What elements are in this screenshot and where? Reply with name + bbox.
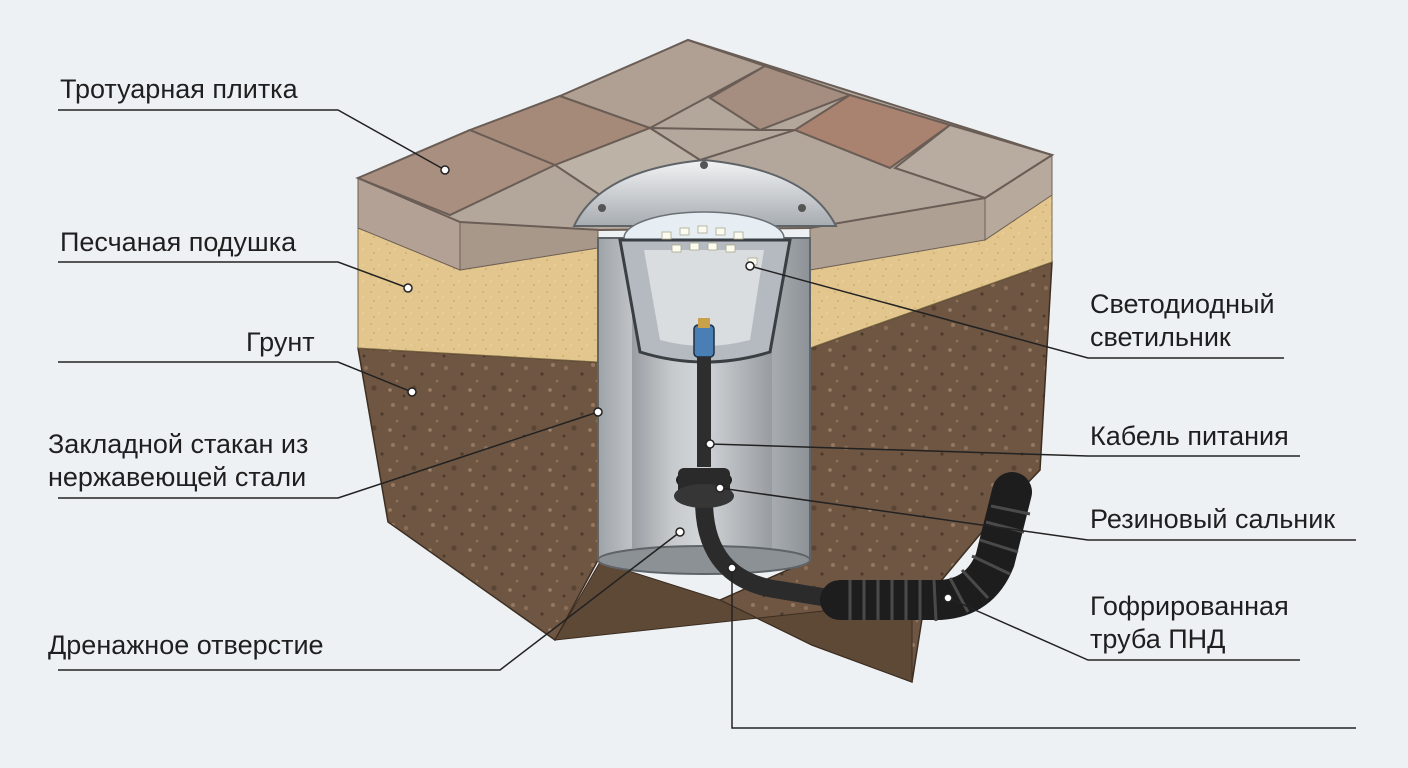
label-steel-sleeve-line1: Закладной стакан из	[48, 429, 309, 459]
label-power-cable: Кабель питания	[1090, 421, 1289, 451]
leader-paving-tile	[58, 109, 446, 171]
label-steel-sleeve-line2: нержавеющей стали	[48, 462, 307, 492]
label-corrugated-pipe-line2: труба ПНД	[1090, 624, 1226, 654]
label-paving-tile: Тротуарная плитка	[60, 74, 298, 104]
leader-led-luminaire	[749, 265, 1284, 359]
leader-drain-hole	[58, 531, 681, 671]
label-steel-sleeve: Закладной стакан из нержавеющей стали	[48, 428, 308, 494]
leader-rubber-gland	[719, 487, 1356, 541]
leader-steel-sleeve	[58, 411, 599, 499]
leader-dots	[403, 165, 953, 603]
label-corrugated-pipe-line1: Гофрированная	[1090, 591, 1289, 621]
block-right-face	[718, 154, 1053, 684]
label-sand-cushion: Песчаная подушка	[60, 227, 297, 257]
label-led-luminaire: Светодиодный светильник	[1090, 288, 1275, 354]
label-corrugated-pipe: Гофрированная труба ПНД	[1090, 590, 1289, 656]
leader-soil	[58, 361, 413, 393]
label-rubber-gland: Резиновый сальник	[1090, 504, 1336, 534]
leader-sand-cushion	[58, 261, 409, 289]
corrugated-pipe	[820, 472, 1032, 622]
label-led-luminaire-line2: светильник	[1090, 322, 1231, 352]
leader-corrugated-pipe	[947, 597, 1300, 661]
leader-lines	[58, 109, 1356, 729]
leader-power-cable	[709, 443, 1300, 457]
block-left-face	[357, 177, 599, 642]
label-soil: Грунт	[246, 327, 315, 357]
led-luminaire	[572, 158, 838, 364]
label-drain-hole: Дренажное отверстие	[48, 630, 324, 660]
leader-cable-route	[731, 568, 1356, 729]
label-led-luminaire-line1: Светодиодный	[1090, 289, 1275, 319]
